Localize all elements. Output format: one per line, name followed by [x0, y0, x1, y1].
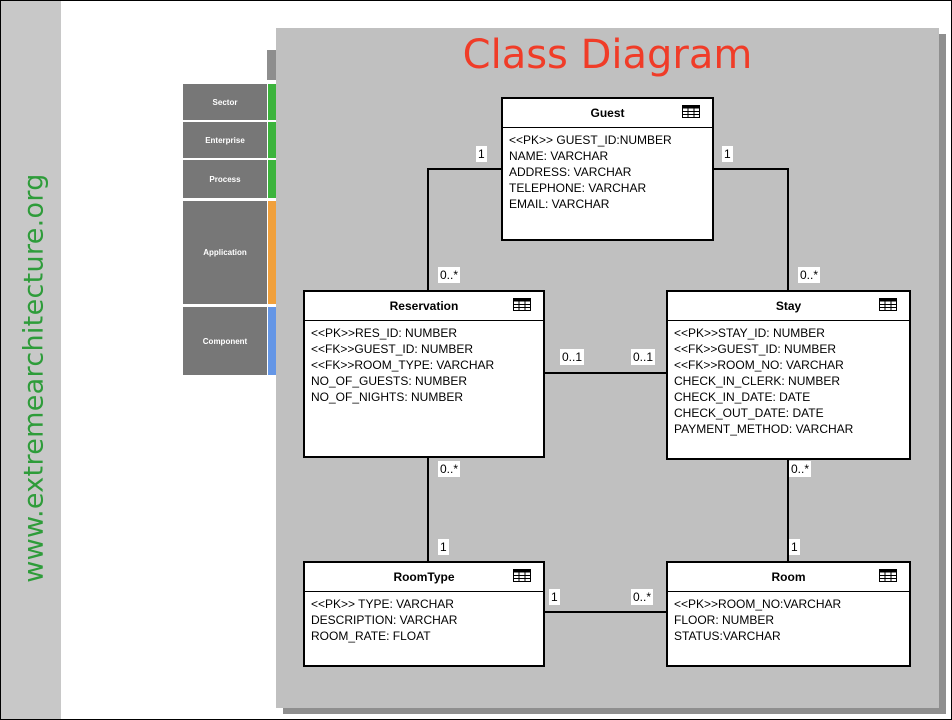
- nav-item-process[interactable]: Process: [183, 160, 267, 198]
- attribute: <<FK>>ROOM_NO: VARCHAR: [674, 358, 844, 372]
- attribute: ROOM_RATE: FLOAT: [311, 629, 431, 643]
- side-strip: [1, 1, 61, 719]
- nav-bar-enterprise: [268, 122, 276, 158]
- assoc-guest-reservation: [427, 168, 503, 291]
- attribute: ADDRESS: VARCHAR: [509, 165, 632, 179]
- nav-cap: [267, 50, 276, 80]
- diagram-title: Class Diagram: [462, 32, 753, 78]
- nav-bar-component: [268, 307, 276, 375]
- multiplicity-label: 0..1: [631, 349, 656, 365]
- multiplicity-label: 0..1: [560, 349, 585, 365]
- nav-item-enterprise[interactable]: Enterprise: [183, 122, 267, 158]
- attribute: DESCRIPTION: VARCHAR: [311, 613, 458, 627]
- class-room-header: Room: [668, 563, 909, 592]
- table-icon: [513, 298, 531, 311]
- class-room[interactable]: Room <<PK>>ROOM_NO:VARCHAR FLOOR: NUMBER…: [666, 561, 911, 667]
- attribute: NO_OF_NIGHTS: NUMBER: [311, 390, 464, 404]
- multiplicity-label: 0..*: [789, 461, 812, 477]
- nav-item-sector[interactable]: Sector: [183, 84, 267, 120]
- class-stay-header: Stay: [668, 292, 909, 321]
- multiplicity-label: 0..*: [438, 461, 461, 477]
- multiplicity-label: 1: [476, 146, 487, 162]
- multiplicity-label: 1: [722, 146, 733, 162]
- attribute: <<PK>> GUEST_ID:NUMBER: [509, 133, 672, 147]
- multiplicity-label: 1: [549, 589, 560, 605]
- nav-bar-sector: [268, 84, 276, 120]
- class-reservation-name: Reservation: [389, 299, 459, 313]
- class-guest-name: Guest: [590, 106, 625, 120]
- attribute: STATUS:VARCHAR: [674, 629, 781, 643]
- nav-item-component[interactable]: Component: [183, 307, 267, 375]
- class-guest[interactable]: Guest <<PK>> GUEST_ID:NUMBER NAME: VARCH…: [501, 97, 714, 241]
- class-reservation[interactable]: Reservation <<PK>>RES_ID: NUMBER <<FK>>G…: [303, 290, 545, 458]
- nav-item-application[interactable]: Application: [183, 201, 267, 304]
- table-icon: [682, 105, 700, 118]
- attribute: PAYMENT_METHOD: VARCHAR: [674, 422, 854, 436]
- attribute: <<FK>>GUEST_ID: NUMBER: [674, 342, 837, 356]
- attribute: <<PK>>STAY_ID: NUMBER: [674, 326, 825, 340]
- attribute: NAME: VARCHAR: [509, 149, 609, 163]
- multiplicity-label: 0..*: [631, 589, 654, 605]
- class-guest-header: Guest: [503, 99, 712, 128]
- class-room-name: Room: [771, 570, 806, 584]
- assoc-guest-stay: [712, 168, 789, 291]
- class-reservation-header: Reservation: [305, 292, 543, 321]
- attribute: EMAIL: VARCHAR: [509, 197, 610, 211]
- multiplicity-label: 1: [789, 539, 800, 555]
- multiplicity-label: 0..*: [798, 267, 821, 283]
- attribute: <<FK>>GUEST_ID: NUMBER: [311, 342, 474, 356]
- table-icon: [513, 569, 531, 582]
- attribute: <<PK>>ROOM_NO:VARCHAR: [674, 597, 842, 611]
- class-stay-name: Stay: [775, 299, 802, 313]
- table-icon: [879, 298, 897, 311]
- class-roomtype-name: RoomType: [393, 570, 455, 584]
- attribute: FLOOR: NUMBER: [674, 613, 775, 627]
- attribute: TELEPHONE: VARCHAR: [509, 181, 647, 195]
- attribute: CHECK_IN_CLERK: NUMBER: [674, 374, 841, 388]
- attribute: <<FK>>ROOM_TYPE: VARCHAR: [311, 358, 495, 372]
- attribute: <<PK>>RES_ID: NUMBER: [311, 326, 458, 340]
- multiplicity-label: 1: [438, 539, 449, 555]
- attribute: CHECK_IN_DATE: DATE: [674, 390, 811, 404]
- class-roomtype-header: RoomType: [305, 563, 543, 592]
- attribute: NO_OF_GUESTS: NUMBER: [311, 374, 468, 388]
- table-icon: [879, 569, 897, 582]
- attribute: <<PK>> TYPE: VARCHAR: [311, 597, 454, 611]
- attribute: CHECK_OUT_DATE: DATE: [674, 406, 824, 420]
- nav-bar-application: [268, 201, 276, 304]
- class-stay[interactable]: Stay <<PK>>STAY_ID: NUMBER <<FK>>GUEST_I…: [666, 290, 911, 460]
- multiplicity-label: 0..*: [438, 267, 461, 283]
- nav-bar-process: [268, 160, 276, 198]
- class-roomtype[interactable]: RoomType <<PK>> TYPE: VARCHAR DESCRIPTIO…: [303, 561, 545, 667]
